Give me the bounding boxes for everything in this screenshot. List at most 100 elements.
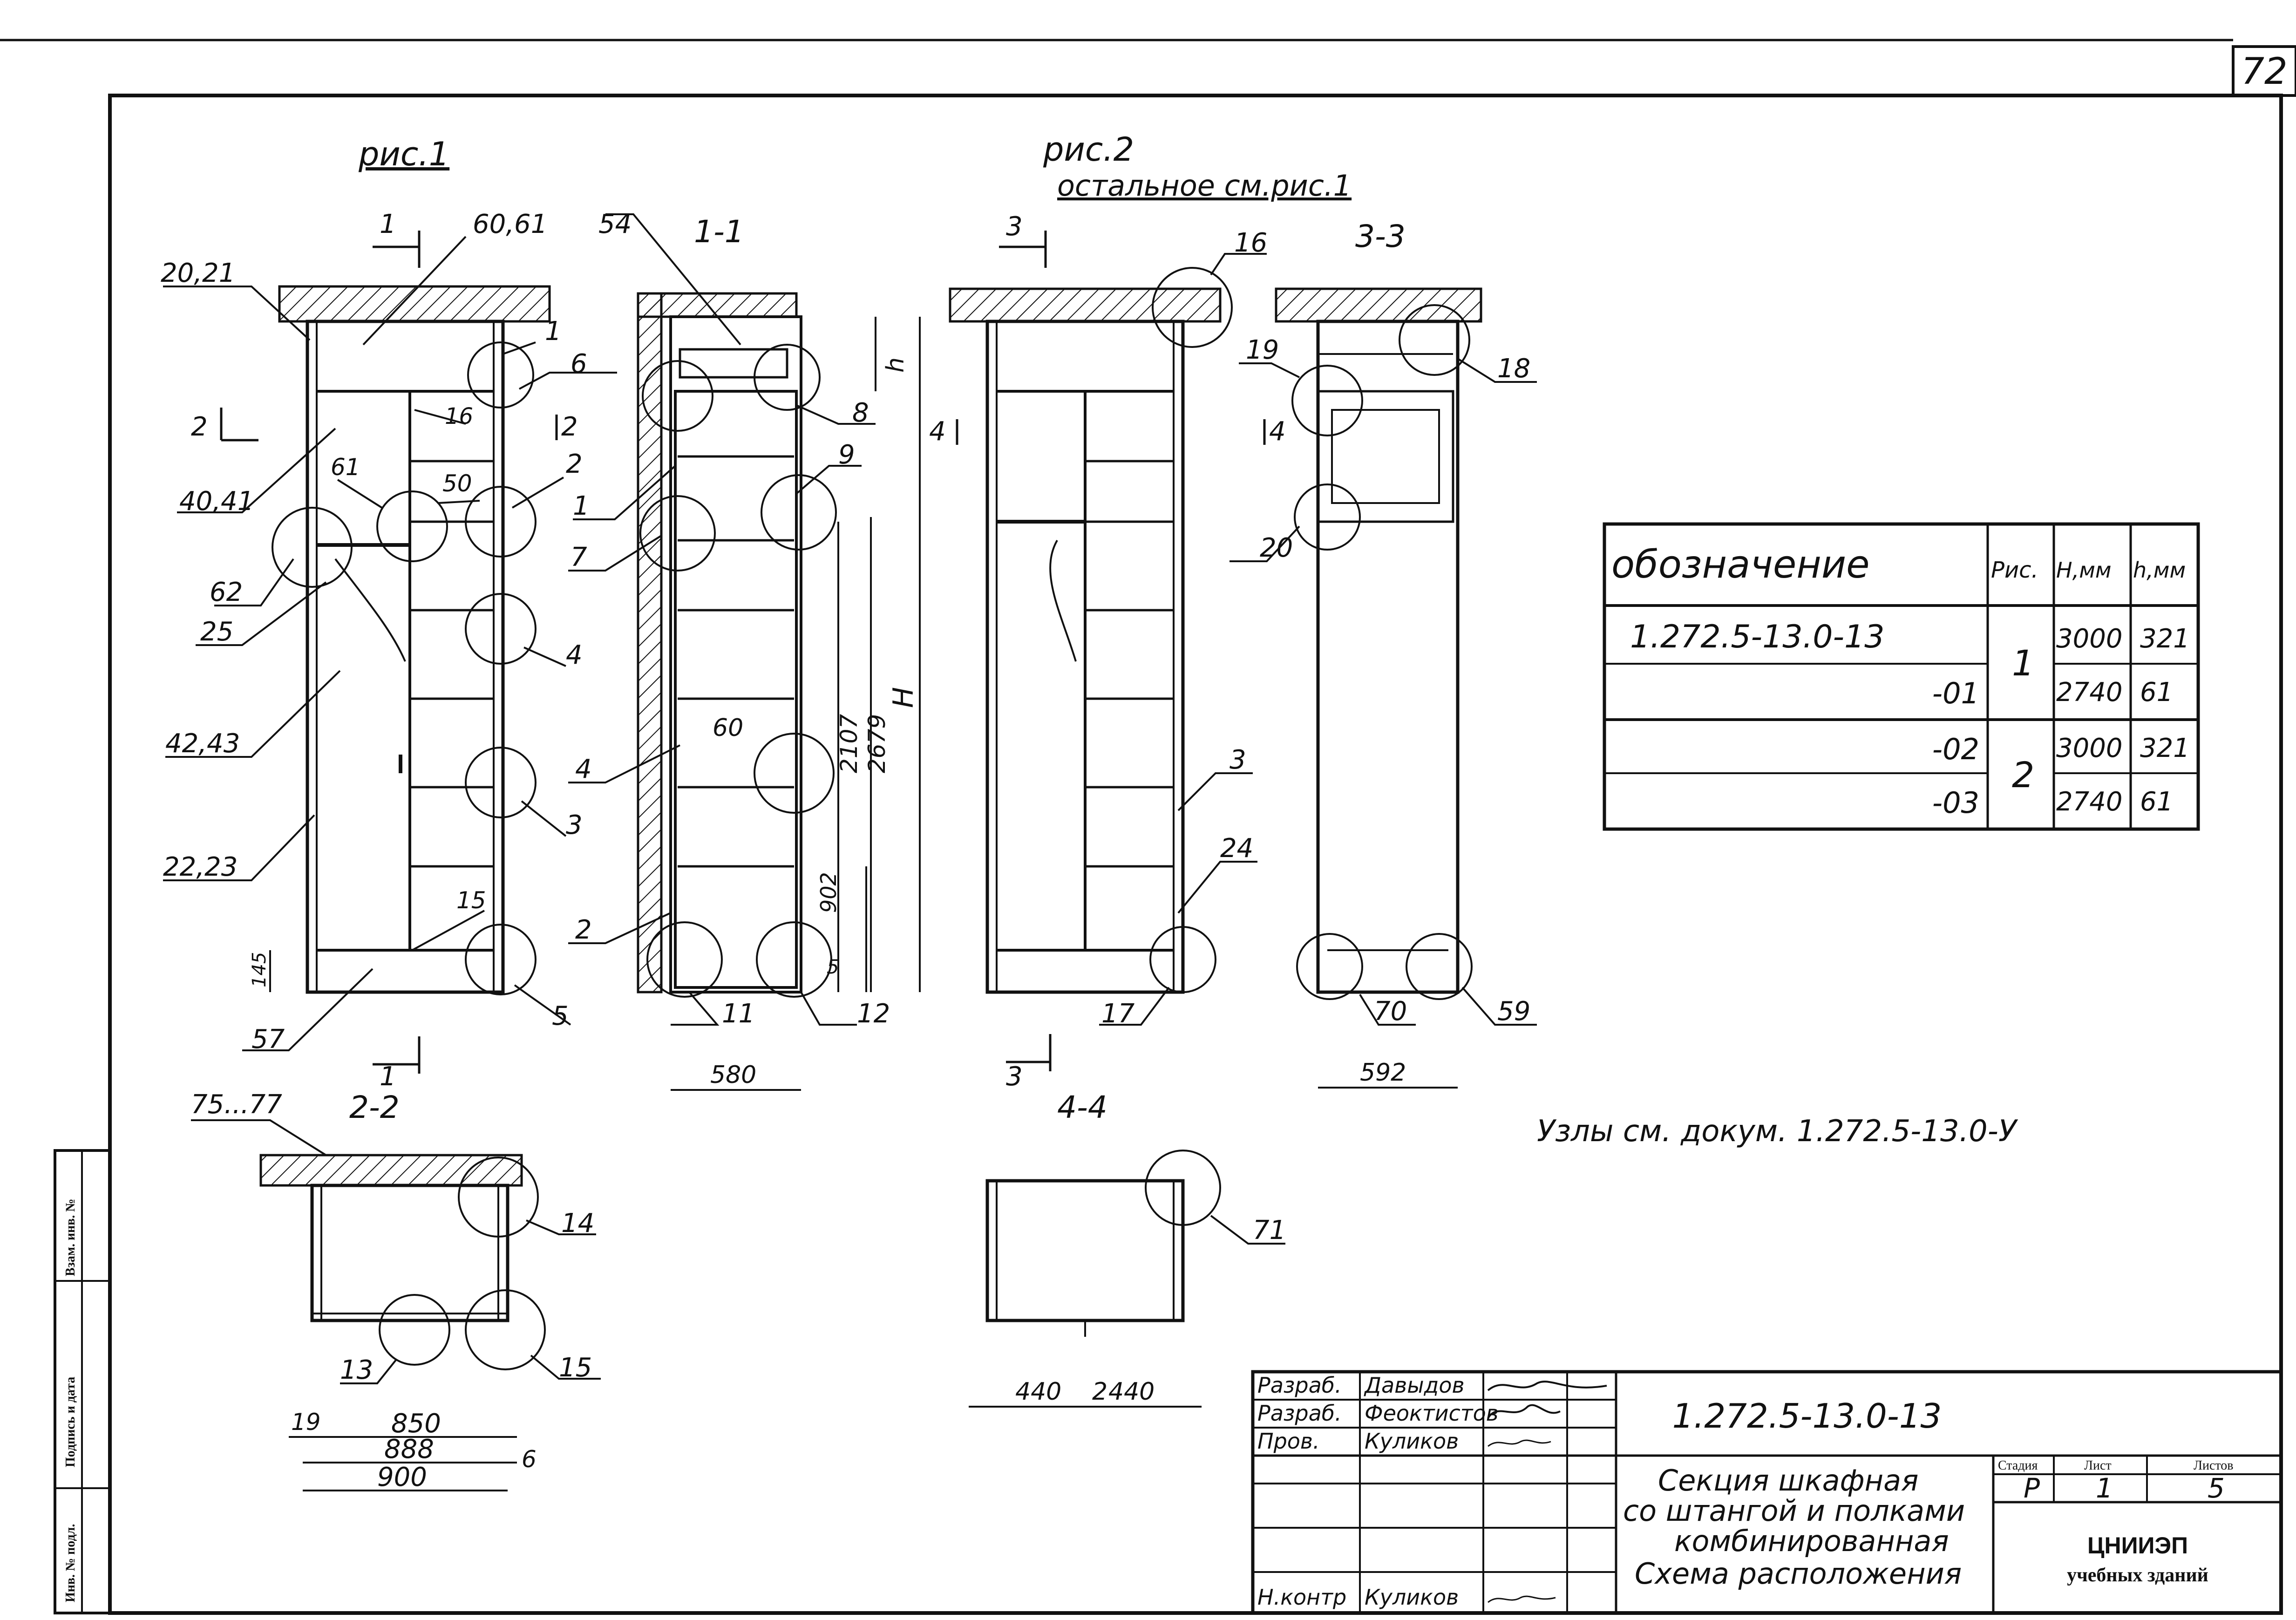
dim-2: 2 <box>1092 1378 1107 1406</box>
tb-name-1: Давыдов <box>1364 1373 1465 1398</box>
callout-40-41: 40,41 <box>179 486 254 517</box>
tb-org-line-2: учебных зданий <box>2067 1565 2208 1586</box>
dim-19: 19 <box>291 1409 321 1436</box>
dim-850: 850 <box>391 1409 441 1439</box>
nodes-note: Узлы см. докум. 1.272.5-13.0-У <box>1537 1114 2018 1149</box>
callout-50: 50 <box>442 470 472 497</box>
spec-row-1-designation: 1.272.5-13.0-13 <box>1630 619 1885 655</box>
callout-2: 2 <box>566 449 583 479</box>
section-3-3-label: 3-3 <box>1355 218 1406 254</box>
tb-org-line-1: ЦНИИЭП <box>2087 1532 2188 1559</box>
tb-name-2: Феоктистов <box>1365 1401 1499 1426</box>
spec-row-3-H: 3000 <box>2056 733 2123 763</box>
spec-row-2-H: 2740 <box>2056 677 2123 708</box>
spec-row-4-H: 2740 <box>2056 787 2123 817</box>
tb-role-3: Пров. <box>1257 1429 1320 1454</box>
fig2-label: рис.2 <box>1043 130 1134 169</box>
callout-60-61: 60,61 <box>473 209 547 239</box>
callout-8: 8 <box>852 398 869 428</box>
title-block: Разраб. Разраб. Пров. Н.контр Давыдов Фе… <box>1251 1370 2283 1615</box>
sheet-frame <box>108 94 2283 1615</box>
cut-4-left: 4 <box>929 416 946 447</box>
dim-580: 580 <box>710 1061 756 1089</box>
sheet-number-box <box>2232 45 2296 97</box>
section-2-2-label: 2-2 <box>349 1089 400 1125</box>
spec-header-H: H,мм <box>2056 558 2112 583</box>
cut-2-right: 2 <box>561 412 578 442</box>
callout-17: 17 <box>1101 999 1135 1029</box>
cut-3-bottom: 3 <box>1006 1062 1023 1092</box>
section-1-1-label: 1-1 <box>694 214 744 250</box>
callout-16-fig2: 16 <box>1234 228 1267 258</box>
dim-592: 592 <box>1360 1059 1406 1087</box>
tb-role-2: Разраб. <box>1257 1401 1342 1426</box>
tb-title-line-4: Схема расположения <box>1635 1557 1962 1591</box>
ceiling-hatch <box>278 285 551 323</box>
spec-fig-2: 2 <box>2012 754 2034 796</box>
spec-row-4-designation: -03 <box>1932 786 1979 820</box>
callout-1-sec: 1 <box>573 491 590 521</box>
tb-title-line-3: комбинированная <box>1674 1524 1949 1558</box>
dim-440-right: 440 <box>1108 1378 1155 1406</box>
callout-20-21: 20,21 <box>161 258 235 288</box>
dim-H: H <box>887 687 920 708</box>
tb-title-line-1: Секция шкафная <box>1658 1463 1918 1497</box>
fig1-callouts <box>163 236 617 1051</box>
callout-20: 20 <box>1260 533 1293 563</box>
callout-3-fig2: 3 <box>1230 745 1246 775</box>
cut-3-top: 3 <box>1006 211 1023 242</box>
figure-1-elevation: рис.1 1 1 2 2 <box>161 135 617 1092</box>
callout-59: 59 <box>1497 996 1530 1027</box>
signature-3 <box>1488 1439 1551 1447</box>
tb-name-3: Куликов <box>1365 1429 1459 1454</box>
spec-row-2-designation: -01 <box>1932 676 1979 710</box>
stamp-original-inv: Инв. № подл. <box>63 1524 78 1602</box>
tb-doc-code: 1.272.5-13.0-13 <box>1672 1396 1942 1436</box>
callout-15-sec: 15 <box>559 1353 592 1383</box>
spec-fig-1: 1 <box>2012 642 2034 684</box>
tb-sheet-label: Лист <box>2084 1458 2112 1473</box>
tb-name-6: Куликов <box>1365 1585 1459 1610</box>
callout-62: 62 <box>210 577 243 607</box>
callout-6: 6 <box>571 349 587 379</box>
stamp-replace-inv: Взам. инв. № <box>63 1198 78 1276</box>
spec-row-1-H: 3000 <box>2056 624 2123 654</box>
spec-header-h: h,мм <box>2133 558 2186 583</box>
section-4-4: 4-4 71 440 2 440 <box>969 1089 1286 1408</box>
callout-25: 25 <box>200 617 233 647</box>
dim-888: 888 <box>384 1434 434 1464</box>
callout-12: 12 <box>857 999 890 1029</box>
fig1-label: рис.1 <box>358 135 449 173</box>
dim-5: 5 <box>827 955 839 978</box>
sheet-number: 72 <box>2241 51 2287 93</box>
tb-sheets-label: Листов <box>2194 1458 2234 1473</box>
stamp-signature-date: Подпись и дата <box>63 1377 78 1467</box>
cut-1-bottom: 1 <box>380 1062 396 1092</box>
spec-row-2-h: 61 <box>2140 677 2173 708</box>
callout-61: 61 <box>331 454 360 481</box>
spec-table: обозначение Рис. H,мм h,мм 1.272.5-13.0-… <box>1603 522 2200 831</box>
dim-2679: 2679 <box>863 714 890 773</box>
signature-6 <box>1488 1595 1556 1603</box>
spec-row-3-designation: -02 <box>1932 732 1979 766</box>
callout-16: 16 <box>445 403 473 429</box>
callout-60: 60 <box>713 714 743 742</box>
dim-6: 6 <box>522 1446 537 1473</box>
spec-header-fig: Рис. <box>1991 557 2038 583</box>
spec-row-1-h: 321 <box>2140 624 2190 654</box>
callout-70: 70 <box>1374 996 1407 1027</box>
section-2-2: 2-2 75...77 14 13 15 19 850 888 900 6 <box>191 1089 601 1492</box>
callout-42-43: 42,43 <box>165 728 240 759</box>
dim-145: 145 <box>249 952 270 987</box>
section-body <box>669 315 802 994</box>
callout-1: 1 <box>545 316 562 347</box>
cut-1-top: 1 <box>380 209 396 239</box>
signature-1 <box>1487 1381 1607 1391</box>
callout-71: 71 <box>1253 1215 1286 1246</box>
callout-18: 18 <box>1497 354 1530 384</box>
cut-2-left: 2 <box>191 412 208 442</box>
dim-2107: 2107 <box>836 714 863 773</box>
tb-stage-label: Стадия <box>1998 1458 2038 1473</box>
callout-4: 4 <box>566 640 583 670</box>
